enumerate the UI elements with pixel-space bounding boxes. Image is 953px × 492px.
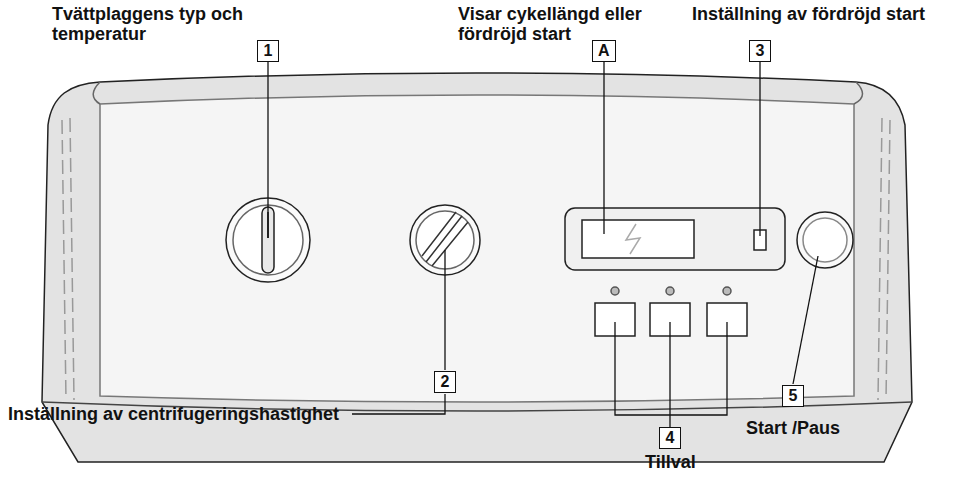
callout-label: Inställning av centrifugeringshastighet [8, 404, 339, 424]
callout-box: 3 [749, 40, 771, 62]
callout-box: 4 [659, 427, 681, 449]
callout-box: 5 [782, 385, 804, 407]
display-screen [582, 220, 694, 258]
callout-number: 1 [264, 42, 273, 59]
panel-housing [42, 73, 912, 462]
callout-label: Visar cykellängd eller fördröjd start [458, 4, 690, 44]
callout-label: Inställning av fördröjd start [690, 4, 925, 24]
panel-top-edge [93, 82, 862, 104]
start-button [797, 212, 853, 268]
leader-line [444, 250, 445, 370]
leader-bracket [615, 322, 727, 427]
callout-box: A [592, 40, 616, 62]
start-button-ring [803, 218, 847, 262]
leader-line [603, 62, 604, 234]
display-housing [565, 208, 785, 270]
callout-box: 1 [257, 40, 279, 62]
program-knob-ring [233, 205, 303, 275]
panel-face [100, 95, 854, 402]
callout-number: A [598, 42, 610, 59]
program-knob-grip [262, 207, 274, 273]
program-knob-mark [267, 212, 269, 238]
callout-label: Start /Paus [746, 418, 840, 438]
panel-side-right [878, 118, 890, 400]
callout-number: 4 [666, 429, 675, 446]
callout-label: Tvättplaggens typ och temperatur [52, 4, 312, 44]
callout-number: 3 [756, 42, 765, 59]
callout-number: 5 [789, 387, 798, 404]
leader-line [352, 394, 445, 414]
callout-label: Tillval [645, 452, 696, 472]
display-glare [626, 224, 640, 254]
leader-line [759, 62, 760, 236]
option-led [611, 287, 619, 295]
option-led [666, 287, 674, 295]
option-led [723, 287, 731, 295]
callout-number: 2 [441, 373, 450, 390]
leader-line [793, 256, 818, 384]
callout-box: 2 [434, 371, 456, 393]
panel-side-left [62, 118, 74, 400]
leader-line [267, 62, 268, 212]
